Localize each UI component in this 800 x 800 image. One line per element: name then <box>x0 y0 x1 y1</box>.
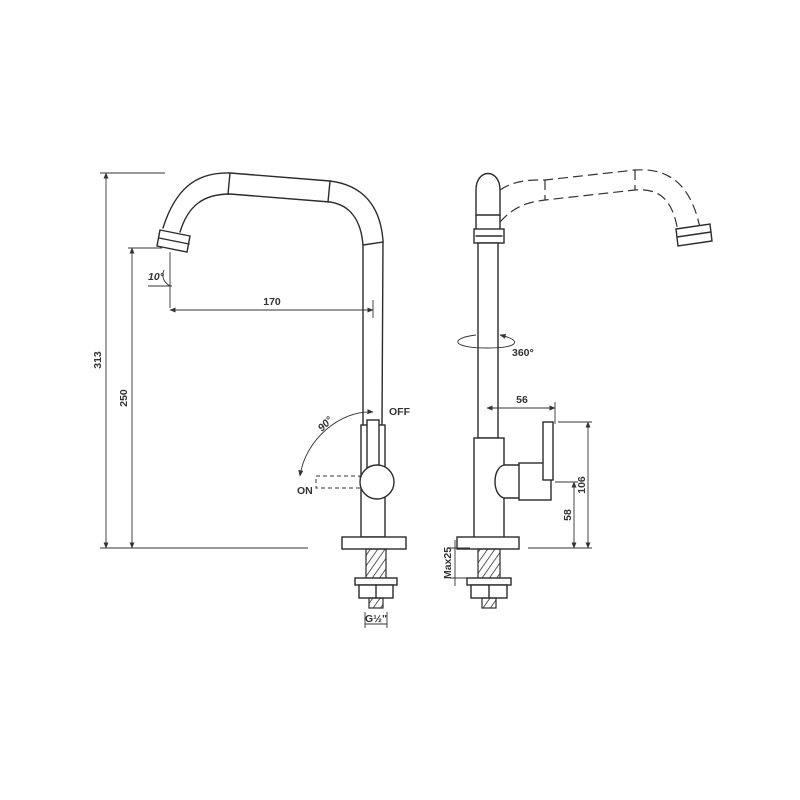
handle-offset-label: 56 <box>516 394 528 406</box>
lever-angle-label: 90° <box>316 414 336 434</box>
ghost-spout-top <box>499 169 701 229</box>
lever-rotation-arc <box>298 409 374 477</box>
off-label: OFF <box>389 406 411 418</box>
spout-outer-edge <box>162 172 384 426</box>
body-height-label: 106 <box>576 476 588 494</box>
inlet-thread <box>368 597 384 609</box>
right-threaded-shank <box>477 548 501 580</box>
lever-handle-off <box>366 419 380 473</box>
tilt-angle-label: 10° <box>148 271 165 283</box>
handle-mount <box>494 464 521 499</box>
handle-height-label: 58 <box>562 509 574 521</box>
pillar-cap <box>475 173 501 231</box>
rotation-arrow <box>457 333 515 349</box>
spout-joint-1 <box>227 172 231 195</box>
thread-size-label: G½" <box>365 613 387 625</box>
spout-inner-edge <box>179 193 364 426</box>
right-inlet-thread <box>481 597 497 609</box>
overall-height-label: 313 <box>92 351 104 369</box>
base-flange <box>341 536 407 550</box>
aerator-line <box>158 237 190 245</box>
lever-hub <box>359 464 395 500</box>
threaded-shank <box>365 548 387 580</box>
reach-label: 170 <box>263 296 281 308</box>
on-label: ON <box>297 485 313 497</box>
right-mounting-washer <box>466 577 512 586</box>
ghost-aerator-line <box>676 231 712 238</box>
right-base-flange <box>456 536 520 550</box>
max-thickness-label: Max25 <box>442 547 454 579</box>
rotation-label: 360° <box>512 347 534 359</box>
lever-handle-on-ghost <box>315 475 361 489</box>
right-faucet-view: 360° 56 106 58 Max25 <box>442 169 713 609</box>
ghost-spout-bottom <box>499 189 679 233</box>
left-faucet-view: 313 250 10° 170 90° OFF ON <box>92 172 411 628</box>
mounting-washer <box>354 577 398 586</box>
spout-joint-3 <box>362 241 384 246</box>
spout-height-label: 250 <box>118 389 130 407</box>
spout-joint-2 <box>327 180 331 203</box>
angle-arc <box>162 269 171 287</box>
spout-pillar <box>477 242 499 439</box>
lever-handle-side <box>542 421 554 481</box>
